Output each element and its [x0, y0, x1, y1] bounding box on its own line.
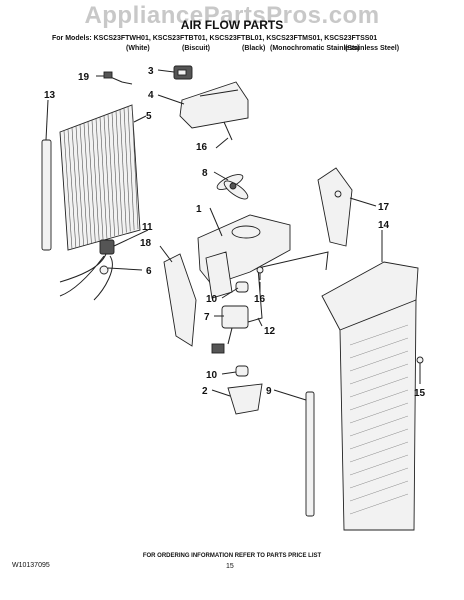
duct-louver [349, 415, 409, 437]
filter-rib [123, 108, 131, 232]
callout-15: 15 [414, 388, 426, 399]
part-9-strip [305, 391, 315, 517]
part-5-filter-panel [59, 104, 141, 251]
duct-louver [349, 402, 409, 424]
callout-7: 7 [204, 312, 210, 323]
duct-louver [349, 493, 409, 515]
part-18-insulation [163, 253, 197, 347]
filter-rib [63, 130, 73, 250]
part-15-screw [416, 356, 424, 372]
part-4-damper-housing [179, 81, 249, 141]
filter-rib [79, 124, 88, 245]
part-14-duct-cover [321, 261, 419, 531]
duct-louver [349, 467, 409, 489]
model-list: For Models: KSCS23FTWH01, KSCS23FTBT01, … [52, 35, 378, 42]
duct-louver [349, 324, 409, 346]
color-monochromatic-stainless: (Monochromatic Stainless) [270, 45, 360, 52]
filter-rib [111, 112, 119, 235]
part-10-grommet-top [235, 281, 249, 293]
filter-rib [87, 121, 96, 242]
callout-17: 17 [378, 202, 390, 213]
filter-rib [103, 115, 112, 238]
duct-louver [349, 480, 409, 502]
filter-rib [83, 123, 92, 244]
duct-louver [349, 428, 409, 450]
filter-rib [71, 127, 81, 247]
part-19-connector [103, 71, 133, 85]
ordering-note: FOR ORDERING INFORMATION REFER TO PARTS … [142, 553, 322, 559]
part-10-grommet-bottom [235, 365, 249, 377]
filter-rib [115, 111, 123, 234]
callout-19: 19 [78, 72, 90, 83]
filter-rib [95, 118, 104, 240]
filter-rib [107, 114, 116, 237]
callout-12: 12 [264, 326, 276, 337]
filter-rib [127, 106, 135, 231]
duct-louver [349, 376, 409, 398]
filter-rib [75, 126, 84, 246]
page-number: 15 [226, 563, 234, 570]
callout-10-top: 10 [206, 294, 218, 305]
filter-rib [67, 129, 77, 248]
callout-13: 13 [44, 90, 56, 101]
callout-11: 11 [142, 222, 153, 233]
filter-rib [99, 117, 108, 239]
callout-16-top: 16 [196, 142, 208, 153]
callout-5: 5 [146, 111, 152, 122]
callout-10-bottom: 10 [206, 370, 218, 381]
page-title: AIR FLOW PARTS [180, 18, 284, 32]
filter-rib [91, 120, 100, 241]
callout-3: 3 [148, 66, 154, 77]
watermark: AppliancePartsPros.com [84, 2, 380, 29]
duct-louver [349, 389, 409, 411]
color-black: (Black) [242, 45, 266, 52]
callout-18: 18 [140, 238, 152, 249]
part-12-bracket [247, 251, 329, 323]
leader-lines [45, 69, 421, 401]
color-white: (White) [126, 45, 150, 52]
duct-louver [349, 363, 409, 385]
part-11-wire-harness [59, 239, 115, 301]
duct-louver [349, 454, 409, 476]
callout-9: 9 [266, 386, 272, 397]
duct-louver [349, 441, 409, 463]
color-biscuit: (Biscuit) [182, 45, 210, 52]
callout-14: 14 [378, 220, 390, 231]
callout-labels: 1 2 3 4 5 6 7 8 9 10 10 11 12 13 14 15 1… [44, 66, 426, 399]
callout-16-bottom: 16 [254, 294, 266, 305]
part-8-fan-blade [216, 174, 249, 200]
filter-rib [119, 109, 127, 233]
callout-6: 6 [146, 266, 152, 277]
duct-louver [349, 337, 409, 359]
callout-8: 8 [202, 168, 208, 179]
part-3-damper-motor [173, 65, 193, 80]
callout-1: 1 [196, 204, 202, 215]
color-stainless-steel: (Stainless Steel) [345, 45, 400, 52]
part-7-fan-motor [211, 305, 249, 354]
callout-2: 2 [202, 386, 208, 397]
duct-louver [349, 350, 409, 372]
document-id: W10137095 [12, 562, 50, 569]
callout-4: 4 [148, 90, 154, 101]
part-17-air-shield [317, 167, 353, 247]
part-13-strip [41, 139, 52, 251]
filter-rib [131, 104, 139, 230]
part-2-motor-bracket [227, 383, 263, 415]
part-16-screw [256, 266, 264, 280]
